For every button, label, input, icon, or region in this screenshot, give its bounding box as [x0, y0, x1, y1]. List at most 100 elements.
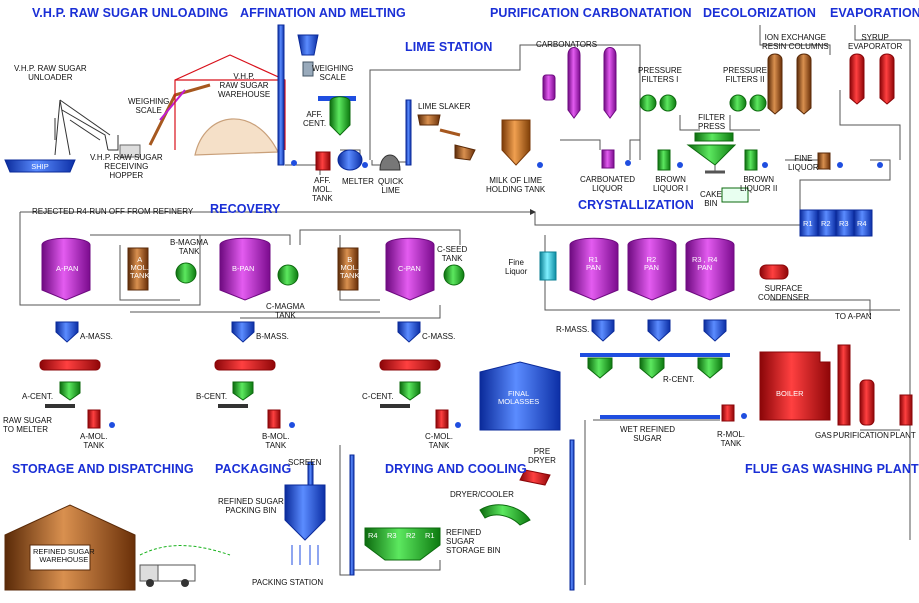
- label-packing-station: PACKING STATION: [252, 578, 324, 587]
- carbonation-area: [542, 47, 631, 169]
- label-c-cent: C-CENT.: [362, 392, 394, 401]
- label-r-box-3: R3: [839, 219, 849, 228]
- label-a-cent: A-CENT.: [22, 392, 54, 401]
- title-recovery: RECOVERY: [210, 202, 281, 216]
- label-b-cent: B-CENT.: [196, 392, 228, 401]
- title-affination: AFFINATION AND MELTING: [240, 6, 406, 20]
- label-r-box-4: R4: [857, 219, 867, 228]
- label-r-cent: R-CENT.: [663, 375, 695, 384]
- c-pan-vessel: [385, 237, 435, 301]
- label-lime-slaker: LIME SLAKER: [418, 102, 471, 111]
- flue-gas-area: [759, 344, 913, 426]
- title-lime-station: LIME STATION: [405, 40, 493, 54]
- packaging-area: [284, 439, 575, 591]
- label-melter: MELTER: [342, 177, 374, 186]
- title-drying: DRYING AND COOLING: [385, 462, 527, 476]
- title-purification: PURIFICATION CARBONATATION: [490, 6, 692, 20]
- label-r-mol-tank: R-MOL.TANK: [717, 430, 745, 448]
- label-boiler: BOILER: [776, 389, 804, 398]
- label-to-a-pan: TO A-PAN: [835, 312, 872, 321]
- title-packaging: PACKAGING: [215, 462, 292, 476]
- title-flue-gas: FLUE GAS WASHING PLANT: [745, 462, 919, 476]
- b-pan-vessel: [219, 237, 271, 301]
- title-crystallization: CRYSTALLIZATION: [578, 198, 694, 212]
- label-a-mass: A-MASS.: [80, 332, 113, 341]
- label-gas: GAS: [815, 431, 832, 440]
- title-evaporation: EVAPORATION: [830, 6, 919, 20]
- ion-exchange-area: [767, 53, 895, 170]
- label-r-mass: R-MASS.: [556, 325, 590, 334]
- label-b-pan: B-PAN: [232, 264, 255, 273]
- label-a-pan: A-PAN: [56, 264, 79, 273]
- label-plant: PLANT: [890, 431, 916, 440]
- label-c-mass: C-MASS.: [422, 332, 456, 341]
- label-bin-r2: R2: [406, 531, 416, 540]
- raw-warehouse: [174, 54, 286, 156]
- recovery-area: [39, 237, 561, 431]
- lime-station-area: [405, 99, 543, 168]
- label-screen: SCREEN: [288, 458, 322, 467]
- title-decolorization: DECOLORIZATION: [703, 6, 816, 20]
- label-purification: PURIFICATION: [833, 431, 889, 440]
- label-r-box-2: R2: [821, 219, 831, 228]
- label-bin-r4: R4: [368, 531, 378, 540]
- label-a-mol-tank: A-MOL.TANK: [80, 432, 108, 450]
- label-carbonators: CARBONATORS: [536, 40, 598, 49]
- label-dryer-cooler: DRYER/COOLER: [450, 490, 514, 499]
- label-aff-mol-tank: AFF.MOL.TANK: [312, 176, 333, 203]
- label-aff-cent: AFF.CENT.: [303, 110, 327, 128]
- crystallization-area: [539, 209, 873, 422]
- title-raw-unloading: V.H.P. RAW SUGAR UNLOADING: [32, 6, 229, 20]
- label-c-pan: C-PAN: [398, 264, 421, 273]
- label-b-mass: B-MASS.: [256, 332, 289, 341]
- label-r-box-1: R1: [803, 219, 813, 228]
- ship-label: SHIP: [31, 162, 49, 171]
- label-c-mol-tank: C-MOL.TANK: [425, 432, 453, 450]
- storage-area: [4, 504, 231, 591]
- a-pan-vessel: [41, 237, 91, 301]
- unloader-crane: [54, 99, 111, 156]
- raw-unloading-area: SHIP: [4, 54, 286, 173]
- label-bin-r3: R3: [387, 531, 397, 540]
- affination-area: [277, 24, 401, 171]
- filters-area: [639, 94, 768, 203]
- label-bin-r1: R1: [425, 531, 435, 540]
- label-rejected: REJECTED R4-RUN OFF FROM REFINERY: [32, 207, 194, 216]
- title-storage: STORAGE AND DISPATCHING: [12, 462, 194, 476]
